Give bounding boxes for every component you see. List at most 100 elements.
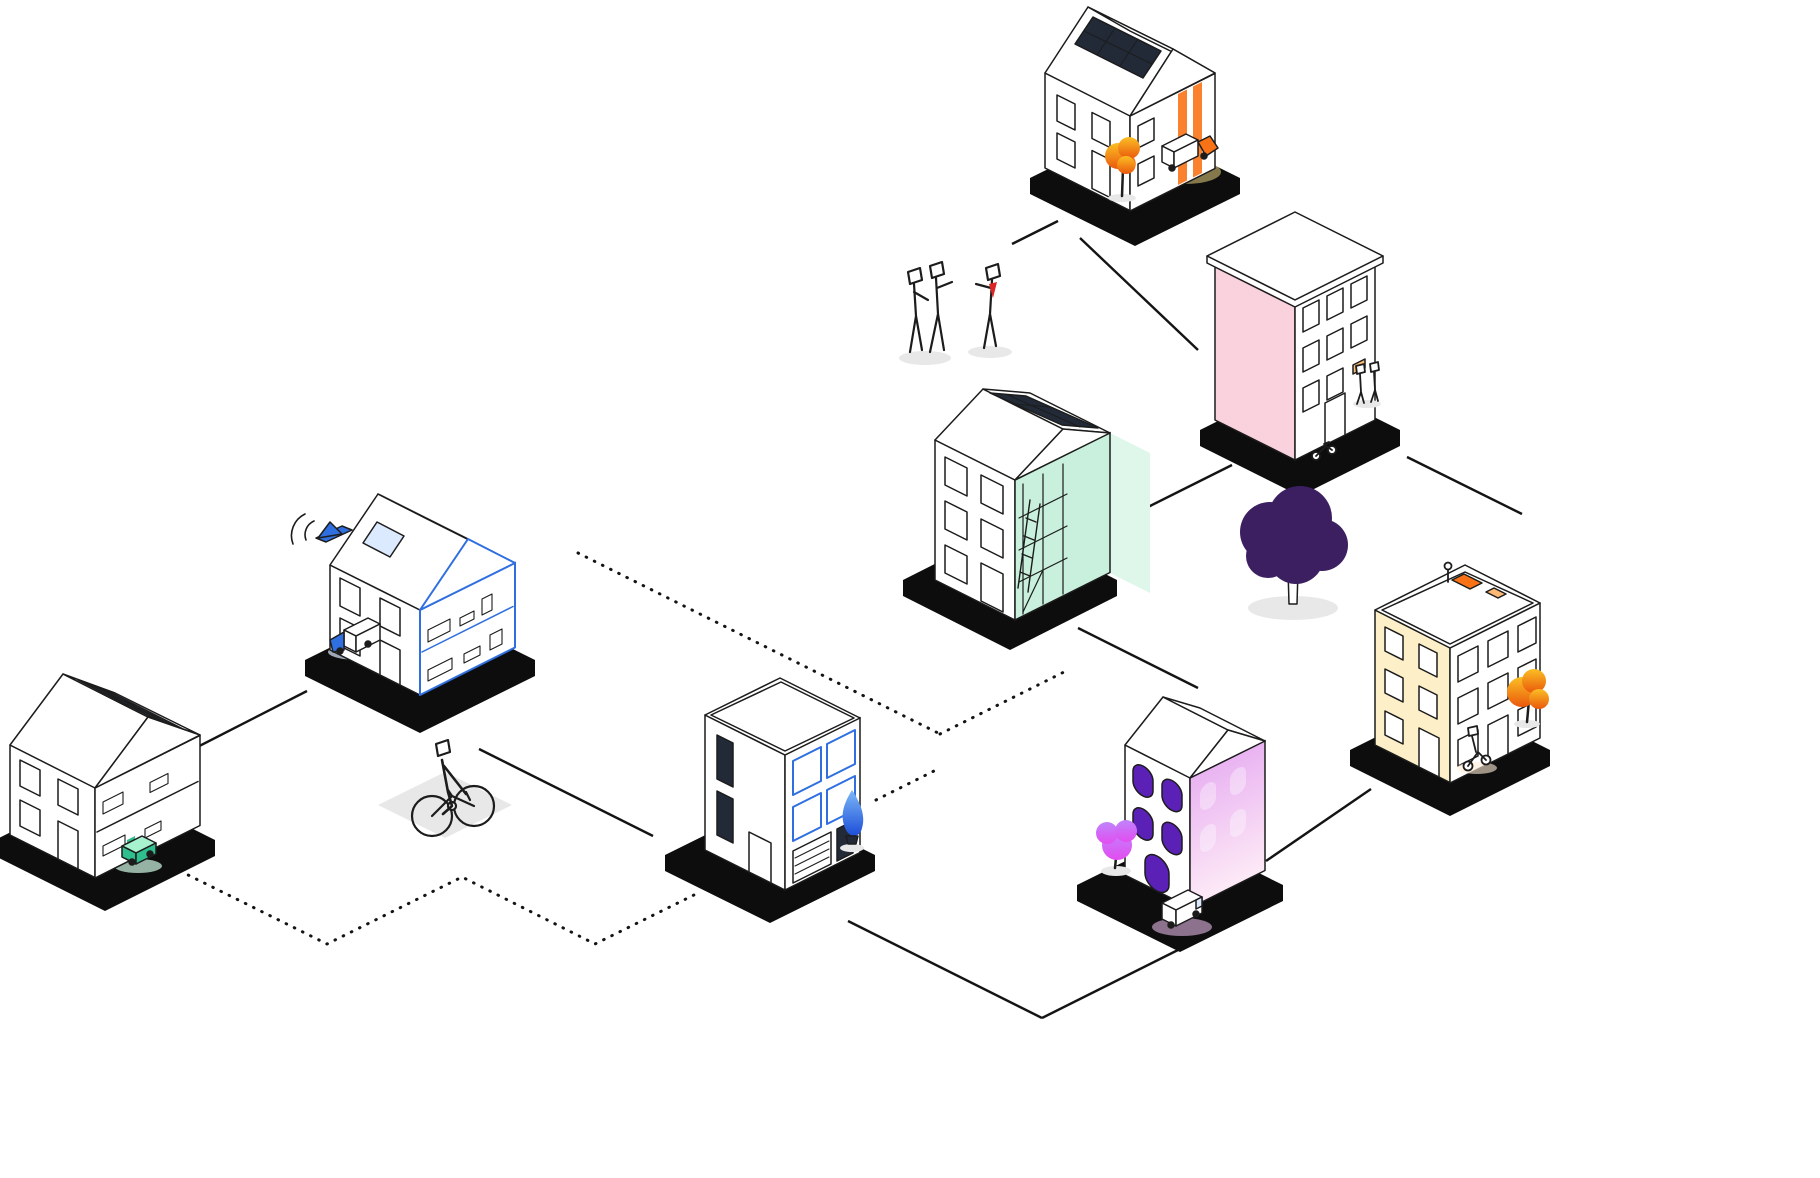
arched-window: [1133, 761, 1153, 801]
ladder-rail: [1028, 504, 1040, 592]
window: [1458, 646, 1478, 682]
entrance-door: [1488, 715, 1508, 764]
blue-frame-window: [793, 747, 821, 795]
furniture-table: [145, 821, 161, 838]
furniture-kitchen: [490, 629, 502, 650]
connection-line-solid: [848, 921, 1042, 1018]
delivery-truck: [330, 618, 380, 654]
van-glow: [1152, 918, 1212, 936]
connection-line-solid: [1407, 457, 1522, 514]
connection-line-solid: [1042, 949, 1180, 1018]
window: [1303, 340, 1319, 372]
person-head: [908, 268, 922, 284]
person-body: [1371, 372, 1378, 402]
tree-foliage: [1522, 669, 1546, 693]
gable-end: [95, 717, 200, 788]
truck-wheel: [1169, 165, 1175, 171]
cyclist-shadow: [378, 772, 512, 838]
solar-panel-grid: [1008, 395, 1080, 427]
person-body: [930, 278, 952, 352]
ladder-rungs: [1020, 518, 1036, 576]
rooftop-planter: [1486, 588, 1506, 598]
truck-box-right: [1174, 140, 1198, 168]
person-left: [908, 268, 928, 352]
interior-furniture: [428, 589, 502, 681]
window: [1385, 711, 1403, 744]
tree-shadow: [840, 844, 864, 852]
people-shadow: [1353, 400, 1381, 408]
arched-window: [1162, 776, 1182, 816]
gable-end: [1130, 49, 1215, 116]
window: [1327, 328, 1343, 360]
person-head: [986, 264, 1000, 280]
entrance-door: [1419, 728, 1439, 777]
rider-body: [442, 760, 466, 814]
connection-line-dotted: [876, 769, 938, 800]
car-wheel: [129, 859, 135, 865]
node-cyclist: [378, 740, 512, 838]
tree-foliage: [1117, 156, 1135, 174]
gable-end-cutaway: [420, 539, 515, 610]
person-head: [930, 262, 944, 278]
connection-line-solid: [1078, 628, 1198, 688]
window: [1419, 644, 1437, 677]
orange-stripe: [1193, 82, 1202, 178]
tree-foliage: [1096, 822, 1118, 844]
window: [1385, 669, 1403, 702]
window: [340, 578, 360, 616]
arched-window-faint: [1200, 824, 1216, 852]
node-yellow-rooftop-building: [1350, 563, 1550, 816]
scaffold-plank: [1019, 494, 1067, 518]
garage-shutter-slats: [795, 841, 829, 874]
window: [1138, 118, 1154, 148]
van-wheel: [1168, 922, 1174, 928]
arched-window: [1133, 804, 1153, 844]
person-vest-accent: [989, 282, 997, 298]
furniture-sofa: [103, 835, 125, 856]
connection-line-solid: [1266, 789, 1371, 861]
rider-head: [436, 740, 450, 756]
truck-box-right: [356, 624, 380, 652]
entrance-door: [1325, 393, 1345, 445]
furniture-table: [464, 646, 480, 663]
blue-frame-window: [793, 793, 821, 841]
tree-shadow: [1101, 866, 1131, 876]
flame-foliage: [842, 790, 864, 836]
rooftop-planter: [1452, 574, 1482, 589]
skylight: [363, 522, 404, 557]
arched-door: [1145, 850, 1169, 897]
window: [1351, 316, 1367, 348]
person-head: [1370, 362, 1379, 372]
window: [1385, 627, 1403, 660]
scaffold-brace: [1023, 570, 1043, 612]
window: [1488, 631, 1508, 667]
gable-end: [1190, 730, 1265, 778]
node-blue-frame-building: [665, 678, 875, 923]
furniture-sofa: [428, 658, 452, 681]
window: [1303, 300, 1319, 332]
van-wheel: [1193, 911, 1199, 917]
window: [945, 501, 967, 540]
gable-end: [1015, 429, 1110, 480]
delivery-truck: [1162, 134, 1218, 171]
connection-line-dotted: [172, 867, 700, 944]
tree-foliage: [1246, 534, 1290, 578]
truck-wheel: [365, 641, 371, 647]
rooftop-person: [1445, 563, 1452, 583]
truck-cab: [1198, 136, 1218, 156]
scooter-rider: [1457, 726, 1497, 774]
ladder-rail: [1018, 500, 1030, 588]
window: [380, 598, 400, 636]
mint-side-wall: [1110, 433, 1150, 593]
ladder: [1018, 500, 1040, 592]
car-wheel: [147, 851, 153, 857]
furniture-bed: [103, 792, 123, 814]
van-windshield: [1196, 897, 1202, 909]
window: [1518, 617, 1536, 652]
scaffold-plank: [1019, 526, 1067, 550]
tree-foliage: [1118, 137, 1140, 159]
furniture-wardrobe: [482, 594, 492, 615]
flat-roof: [705, 678, 860, 755]
window: [945, 545, 967, 584]
